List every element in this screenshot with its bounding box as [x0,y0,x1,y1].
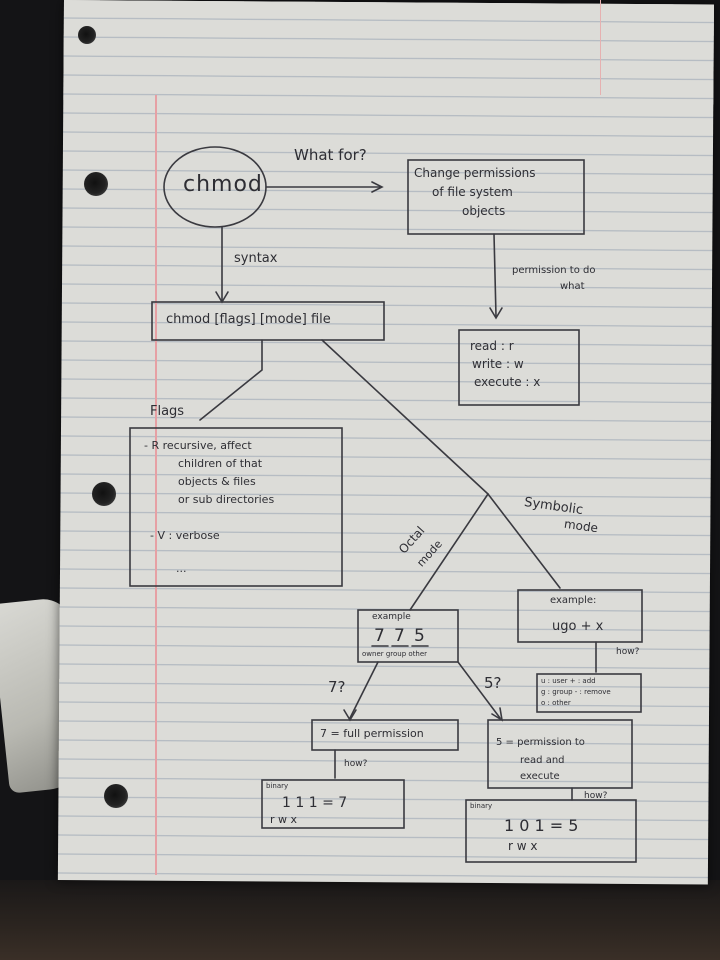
seven-box [311,719,459,751]
edge-symbolic [487,493,561,589]
bin5-letters: r w x [508,839,538,853]
purpose-line-3: objects [462,204,506,218]
punch-hole-middle [92,482,116,506]
punch-hole-bottom [104,784,128,808]
bin7-letters: r w x [270,813,298,826]
perm-write: write : w [472,357,524,371]
flags-line-5: - V : verbose [150,529,220,542]
bin5-box [465,799,637,863]
bin5-bits: 1 0 1 = 5 [504,816,579,835]
purpose-box [407,159,585,235]
flags-line-3: objects & files [178,475,256,488]
bin5-label: binary [470,802,493,810]
octal-box [357,609,459,663]
octal-digit-group: 7 [394,626,405,646]
how-label-seven: how? [344,759,368,769]
five-box-line-1: 5 = permission to [496,737,585,748]
syntax-box [151,301,385,341]
question-seven: 7? [328,678,346,696]
bin7-bits: 1 1 1 = 7 [282,795,348,811]
edge-permission [493,233,497,317]
ugo-line-3: o : other [541,699,571,707]
five-box-line-2: read and [520,755,565,766]
syntax-text: chmod [flags] [mode] file [166,312,331,327]
ugo-line-2: g : group - : remove [541,688,611,696]
octal-digit-owner: 7 [374,626,385,646]
margin-line [155,95,157,875]
flags-line-6: ... [176,562,187,575]
symbolic-box [517,589,643,643]
purpose-line-1: Change permissions [414,166,536,180]
edge-octal [409,493,489,611]
symbolic-example-title: example: [550,595,597,606]
flags-box [129,427,343,587]
five-box [487,719,633,789]
syntax-label: syntax [234,251,278,266]
perm-read: read : r [470,339,514,353]
permission-label-2: what [560,281,585,292]
ugo-box [536,673,642,713]
purpose-line-2: of file system [432,185,513,199]
seven-box-text: 7 = full permission [320,727,424,740]
five-box-line-3: execute [520,771,560,782]
perms-box [458,329,580,406]
edge-modes [321,339,489,495]
edge-seven [349,661,379,719]
edge-flags [199,339,263,421]
bin7-label: binary [266,782,289,790]
punch-hole-top [84,172,108,196]
perm-execute: execute : x [474,375,541,389]
symbolic-example-value: ugo + x [552,619,604,634]
edge-five [457,661,501,719]
octal-captions: owner group other [362,650,428,658]
question-five: 5? [484,674,502,692]
punch-hole-corner [78,26,96,44]
octal-example-title: example [372,612,411,622]
flags-line-1: - R recursive, affect [144,439,252,452]
flags-line-4: or sub directories [178,493,275,506]
chmod-label: chmod [183,172,263,197]
ugo-line-1: u : user + : add [541,677,596,685]
octal-digit-other: 5 [414,626,425,646]
permission-label-1: permission to do [512,265,596,276]
how-label-symbolic: how? [616,647,640,657]
desk-surface [0,880,720,960]
what-for-label: What for? [294,146,367,164]
flags-label: Flags [150,404,185,419]
how-label-five: how? [584,791,608,801]
bin7-box [261,779,405,829]
flags-line-2: children of that [178,457,263,470]
top-margin-line [600,0,601,95]
